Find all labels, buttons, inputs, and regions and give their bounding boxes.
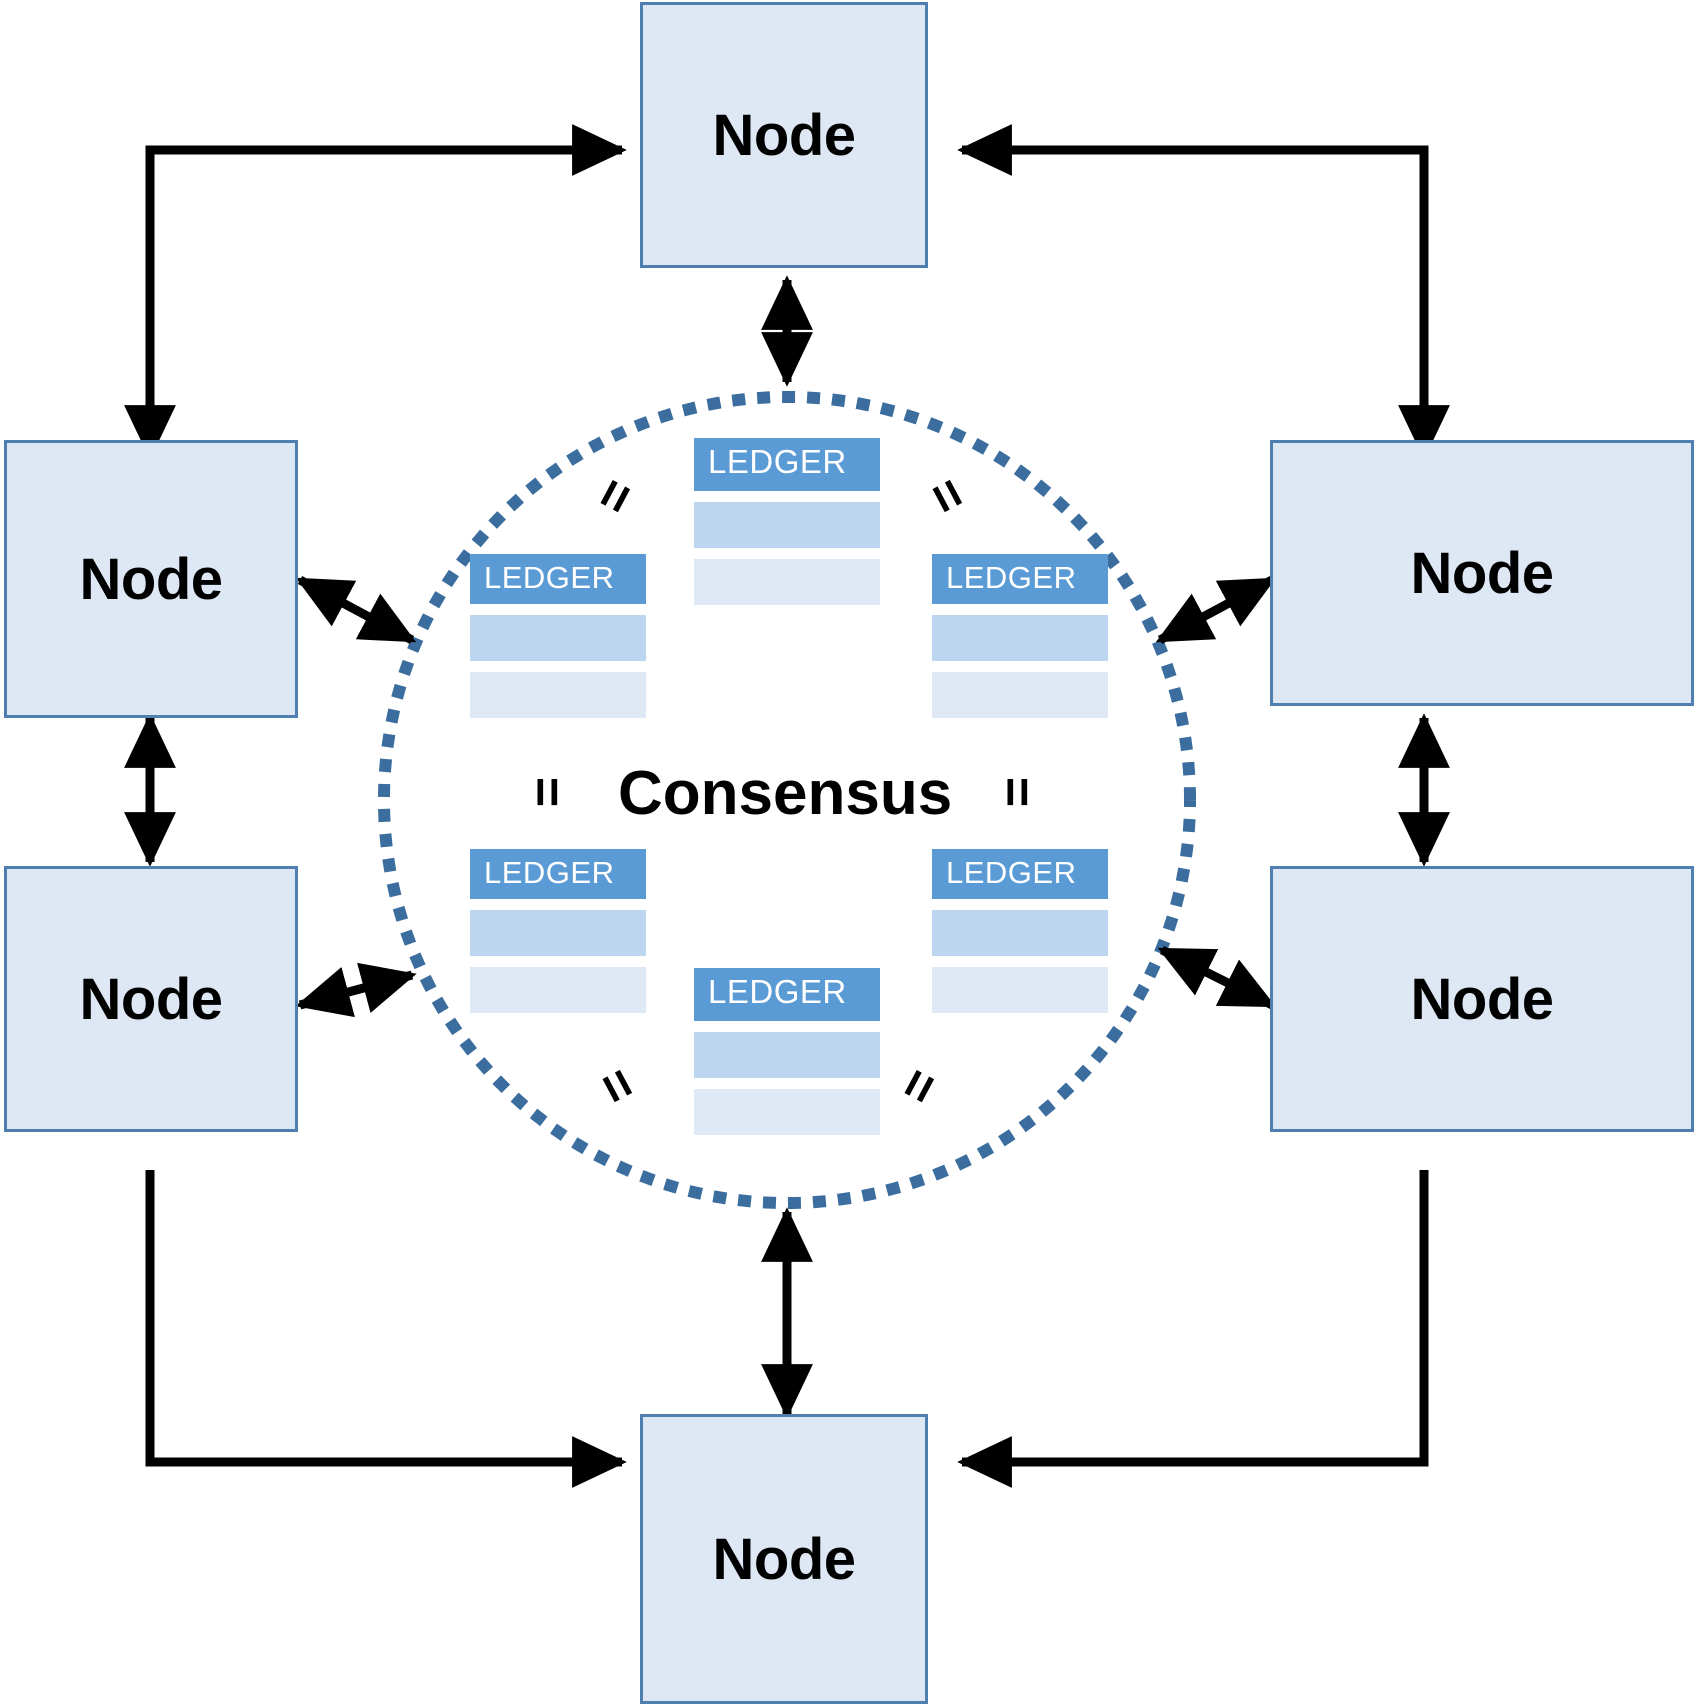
- arrow-circle-left-lower-node: [295, 962, 417, 1018]
- ledger-top-bar-1: [694, 502, 880, 548]
- arrow-circle-left-upper-node: [295, 576, 417, 644]
- ledger-upper-left[interactable]: LEDGER: [470, 554, 646, 718]
- ledger-top-header: LEDGER: [694, 438, 880, 491]
- ledger-top[interactable]: LEDGER: [694, 438, 880, 605]
- ledger-top-bar-2: [694, 559, 880, 605]
- arrow-leftupper-to-top: [145, 124, 627, 430]
- ledger-lower-right-bar-2: [932, 967, 1108, 1013]
- ledger-bottom-bar-2: [694, 1089, 880, 1135]
- ledger-upper-left-header: LEDGER: [470, 554, 646, 604]
- ledger-lower-left-bar-1: [470, 910, 646, 956]
- arrow-circle-right-upper-node: [1155, 576, 1277, 644]
- arrow-leftlower-to-bottom: [145, 1170, 627, 1488]
- ledger-upper-right-header: LEDGER: [932, 554, 1108, 604]
- ledger-lower-left-header: LEDGER: [470, 849, 646, 899]
- ledger-upper-right-bar-1: [932, 615, 1108, 661]
- arrow-rightlower-to-bottom: [957, 1170, 1429, 1488]
- arrow-rightupper-to-top: [957, 124, 1429, 430]
- node-bottom[interactable]: Node: [640, 1414, 928, 1704]
- ledger-lower-left-bar-2: [470, 967, 646, 1013]
- node-right-upper-label: Node: [1410, 540, 1555, 606]
- ledger-lower-right[interactable]: LEDGER: [932, 849, 1108, 1013]
- ledger-bottom[interactable]: LEDGER: [694, 968, 880, 1135]
- ledger-bottom-header: LEDGER: [694, 968, 880, 1021]
- ledger-lower-left[interactable]: LEDGER: [470, 849, 646, 1013]
- ledger-lower-right-header: LEDGER: [932, 849, 1108, 899]
- ledger-upper-left-bar-2: [470, 672, 646, 718]
- arrow-circle-right-lower-node: [1157, 945, 1277, 1010]
- ledger-upper-right[interactable]: LEDGER: [932, 554, 1108, 718]
- ledger-lower-right-bar-1: [932, 910, 1108, 956]
- consensus-circle: [378, 391, 1196, 1209]
- node-right-lower[interactable]: Node: [1270, 866, 1694, 1132]
- equals-mark-mid-left: =: [518, 776, 577, 808]
- node-left-upper[interactable]: Node: [4, 440, 298, 718]
- ledger-upper-right-bar-2: [932, 672, 1108, 718]
- ledger-bottom-bar-1: [694, 1032, 880, 1078]
- node-top-label: Node: [712, 102, 857, 168]
- node-left-lower[interactable]: Node: [4, 866, 298, 1132]
- consensus-label: Consensus: [618, 759, 953, 828]
- node-bottom-label: Node: [712, 1526, 857, 1592]
- node-right-lower-label: Node: [1410, 966, 1555, 1032]
- node-left-lower-label: Node: [79, 966, 224, 1032]
- ledger-upper-left-bar-1: [470, 615, 646, 661]
- node-left-upper-label: Node: [79, 546, 224, 612]
- equals-mark-mid-right: =: [988, 776, 1047, 808]
- node-right-upper[interactable]: Node: [1270, 440, 1694, 706]
- node-top[interactable]: Node: [640, 2, 928, 268]
